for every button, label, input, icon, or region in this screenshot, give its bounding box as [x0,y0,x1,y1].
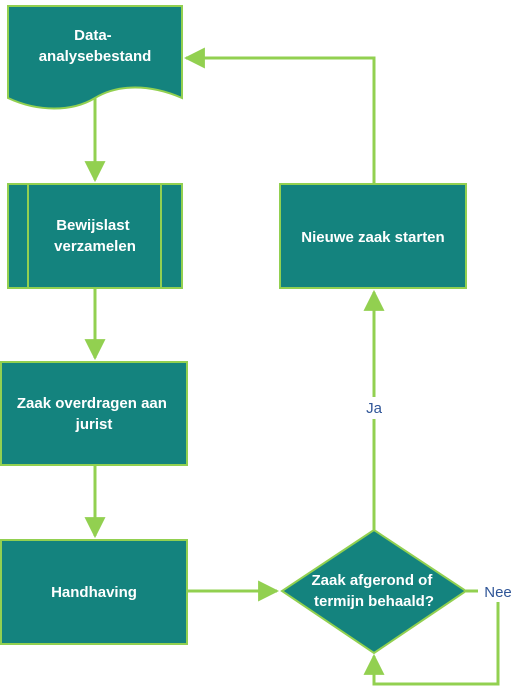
enforcement-label: Handhaving [51,584,137,601]
no-label: Nee [484,584,512,601]
document-label: Data- analysebestand [39,27,152,65]
decision-shape [280,528,468,655]
yes-label-background [360,397,388,419]
node-document: Data- analysebestand [7,5,183,110]
node-enforcement: Handhaving [0,539,188,645]
transfer-label: Zaak overdragen aan jurist [17,395,171,433]
evidence-label: Bewijslast verzamelen [54,217,136,255]
evidence-shape [7,183,183,289]
node-evidence: Bewijslast verzamelen [7,183,183,289]
new-case-label: Nieuwe zaak starten [301,229,444,246]
no-label-background [478,582,518,602]
document-label-line-1: Data- [74,27,112,44]
transfer-label-line-1: Zaak overdragen aan [17,395,167,412]
decision-label-line-1: Zaak afgerond of [311,572,433,589]
node-decision: Zaak afgerond of termijn behaald? [280,528,468,655]
node-new-case: Nieuwe zaak starten [279,183,467,289]
evidence-label-line-1: Bewijslast [56,217,129,234]
new-case-shape [279,183,467,289]
decision-label: Zaak afgerond of termijn behaald? [311,572,436,610]
document-label-line-2: analysebestand [39,48,152,65]
evidence-label-line-2: verzamelen [54,238,136,255]
document-shape [7,5,183,110]
enforcement-shape [0,539,188,645]
decision-label-line-2: termijn behaald? [314,593,434,610]
transfer-shape [0,361,188,466]
yes-label: Ja [366,400,383,417]
edge-new-case-to-document [183,47,376,184]
transfer-label-line-2: jurist [75,416,113,433]
node-transfer: Zaak overdragen aan jurist [0,361,188,466]
